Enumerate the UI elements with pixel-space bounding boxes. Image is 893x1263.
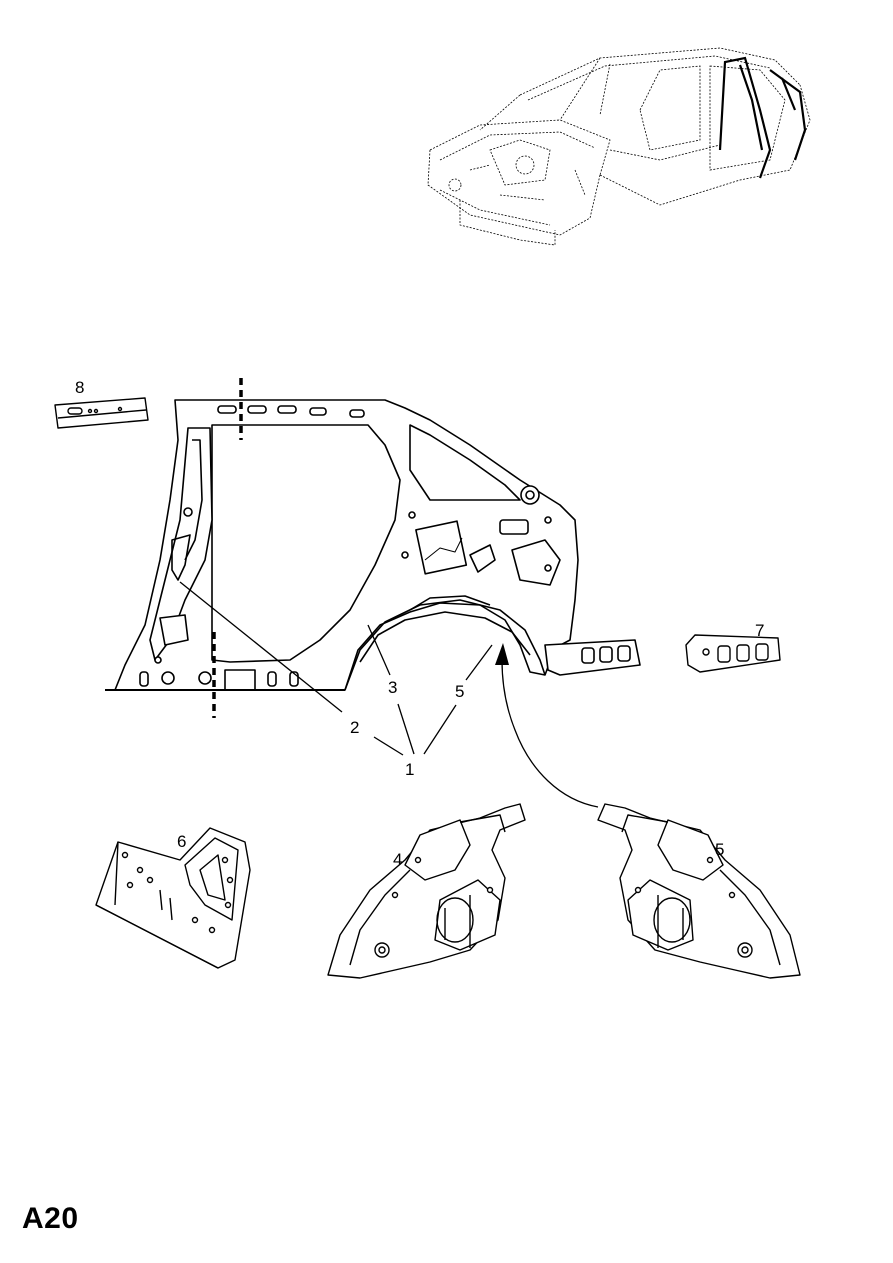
callout-5-main: 5 — [455, 682, 464, 701]
highlighted-rear-side-panel — [718, 56, 807, 179]
rear-side-panel-assembly — [105, 399, 641, 691]
leader-lines — [179, 581, 493, 756]
car-body-overview-illustration — [427, 47, 811, 246]
page-code: A20 — [22, 1202, 79, 1235]
callout-8: 8 — [75, 378, 84, 397]
callout-7: 7 — [755, 621, 764, 640]
section-cut-lines — [212, 378, 243, 718]
part-8-roof-rail-piece — [54, 397, 149, 429]
callout-4: 4 — [393, 850, 402, 869]
assembly-arrow — [495, 643, 599, 808]
part-7-rear-extension — [685, 634, 781, 673]
callout-2: 2 — [350, 718, 359, 737]
callout-3: 3 — [388, 678, 397, 697]
part-6-pillar-reinforcement — [95, 827, 251, 969]
callout-5-detail: 5 — [715, 840, 724, 859]
callout-1: 1 — [405, 760, 414, 779]
callout-6: 6 — [177, 832, 186, 851]
part-5-inner-wheelhouse-right — [597, 803, 801, 979]
part-4-inner-wheelhouse-left — [327, 803, 526, 979]
